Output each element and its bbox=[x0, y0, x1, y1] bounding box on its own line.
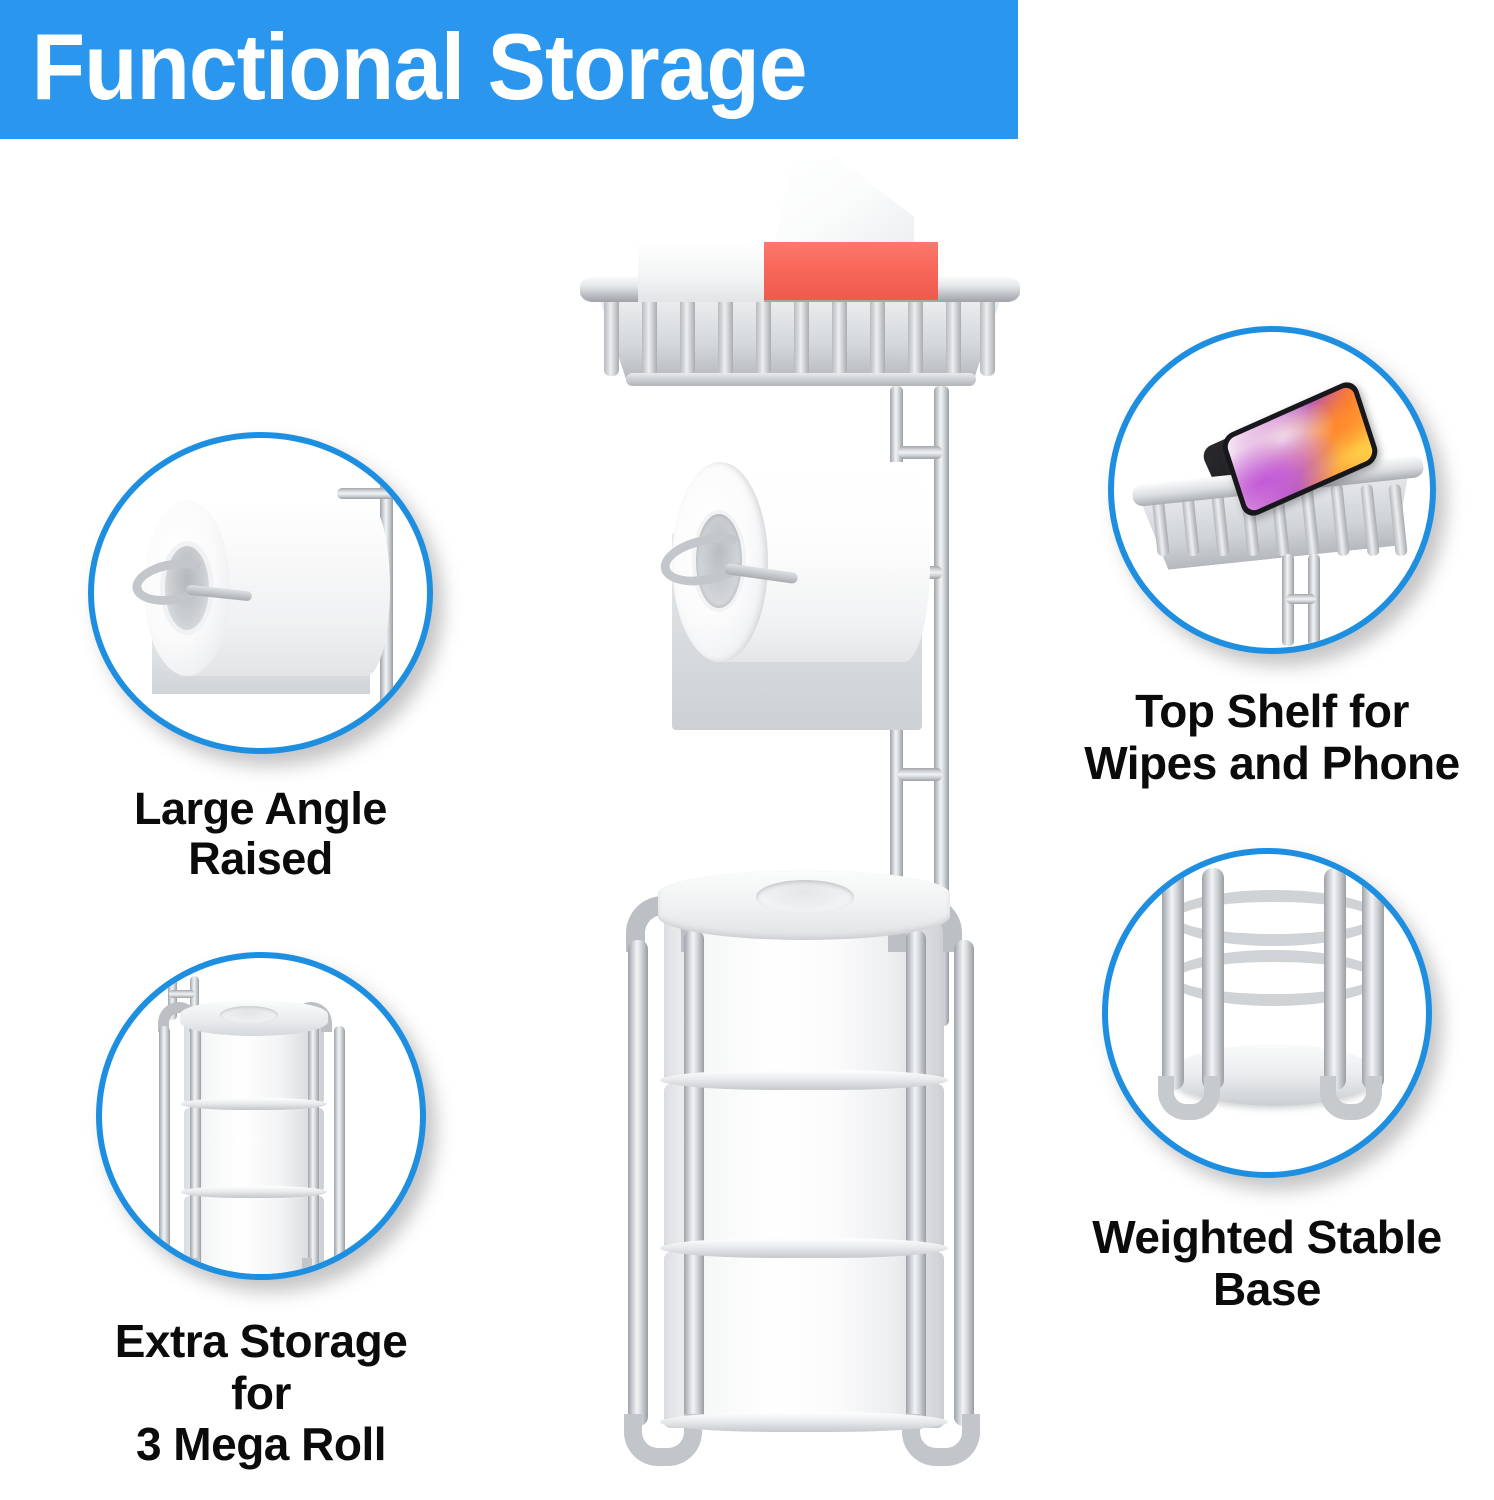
stored-roll-rim bbox=[660, 1238, 948, 1258]
pole-rung bbox=[898, 768, 942, 781]
pole-rung bbox=[169, 990, 195, 998]
stored-roll-rim bbox=[181, 1098, 327, 1110]
basket-slat bbox=[604, 296, 619, 376]
stand-leg-rung bbox=[1286, 594, 1316, 604]
callout-image-bubble bbox=[88, 432, 433, 754]
stored-roll-rim bbox=[660, 1070, 948, 1090]
callout-top-shelf-wipes-phone: Top Shelf for Wipes and Phone bbox=[1084, 326, 1460, 789]
callout-image-bubble bbox=[1102, 848, 1432, 1178]
stand-top-rod bbox=[337, 488, 397, 499]
cage-post bbox=[954, 940, 974, 1426]
pole-rail bbox=[168, 976, 177, 1020]
page-title: Functional Storage bbox=[31, 13, 808, 119]
cage-post bbox=[308, 1020, 319, 1272]
basket-slat bbox=[756, 296, 771, 376]
scene-top-shelf-with-phone bbox=[1114, 332, 1430, 648]
basket-slat bbox=[642, 296, 657, 376]
callout-caption: Top Shelf for Wipes and Phone bbox=[1084, 685, 1460, 789]
callout-caption: Large Angle Raised bbox=[134, 783, 387, 885]
cage-post bbox=[334, 1026, 345, 1270]
cage-post bbox=[628, 940, 648, 1426]
cage-post bbox=[906, 930, 926, 1430]
roll-core-icon bbox=[696, 514, 742, 608]
callout-caption: Extra Storage for 3 Mega Roll bbox=[114, 1315, 408, 1471]
basket-slat bbox=[718, 296, 733, 376]
tissue-box-left-panel bbox=[638, 240, 764, 302]
stored-roll bbox=[664, 1084, 944, 1252]
basket-slat bbox=[870, 296, 885, 376]
base-ring bbox=[1166, 890, 1382, 946]
basket-slat bbox=[980, 296, 995, 376]
callout-weighted-stable-base: Weighted Stable Base bbox=[1092, 848, 1442, 1315]
callout-image-bubble bbox=[1108, 326, 1436, 654]
pole-rung bbox=[898, 446, 942, 459]
cage-foot bbox=[302, 1258, 346, 1274]
stored-roll bbox=[184, 1108, 324, 1192]
cage-post bbox=[684, 930, 704, 1430]
base-post bbox=[1362, 868, 1384, 1090]
tissue-box-red-panel bbox=[764, 242, 938, 300]
basket-slat bbox=[832, 296, 847, 376]
base-foot bbox=[1158, 1076, 1220, 1120]
header-banner: Functional Storage bbox=[0, 0, 1018, 139]
scene-three-roll-storage bbox=[102, 958, 420, 1274]
base-ring bbox=[1166, 950, 1382, 1006]
stored-roll bbox=[184, 1196, 324, 1274]
callout-image-bubble bbox=[96, 952, 426, 1280]
scene-large-angle-raised bbox=[94, 438, 427, 748]
tissue-box bbox=[638, 158, 938, 302]
basket-slat bbox=[794, 296, 809, 376]
product-image-toilet-paper-stand bbox=[560, 150, 1020, 1490]
cage-post bbox=[159, 1026, 170, 1270]
pole-rail-right bbox=[934, 386, 949, 1026]
cage-top-opening bbox=[220, 1006, 278, 1024]
cage-top-opening bbox=[756, 880, 854, 914]
basket-bottom-rail bbox=[626, 373, 976, 386]
callout-extra-storage-3-mega-roll: Extra Storage for 3 Mega Roll bbox=[96, 952, 426, 1471]
stored-roll-rim bbox=[660, 1412, 948, 1432]
basket-slat bbox=[908, 296, 923, 376]
base-post bbox=[1202, 868, 1224, 1090]
three-roll-storage-cage bbox=[618, 856, 990, 1496]
pole-rail bbox=[190, 976, 199, 1020]
toilet-paper-roll bbox=[656, 462, 930, 662]
basket-slat bbox=[680, 296, 695, 376]
cage-foot bbox=[156, 1258, 200, 1274]
base-post bbox=[1324, 868, 1346, 1090]
cage-post bbox=[190, 1020, 201, 1272]
basket-slat bbox=[946, 296, 961, 376]
tissue-sheet-icon bbox=[773, 158, 914, 250]
base-post bbox=[1162, 868, 1184, 1090]
stored-roll-rim bbox=[181, 1186, 327, 1198]
base-foot bbox=[1320, 1076, 1382, 1120]
callout-large-angle-raised: Large Angle Raised bbox=[88, 432, 433, 885]
scene-weighted-base bbox=[1108, 854, 1426, 1172]
stored-roll bbox=[664, 1252, 944, 1428]
callout-caption: Weighted Stable Base bbox=[1092, 1211, 1442, 1315]
